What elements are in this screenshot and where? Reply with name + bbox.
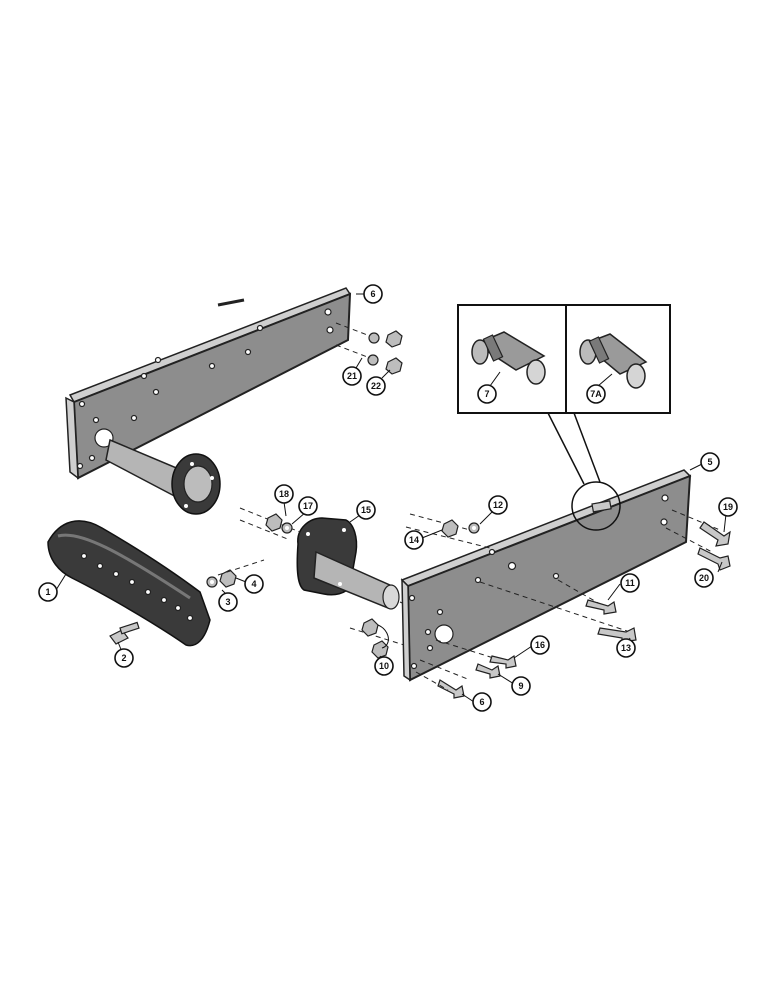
- hardware-10: [349, 618, 421, 659]
- svg-text:15: 15: [361, 505, 371, 515]
- hardware-17-18: [239, 507, 301, 541]
- callout-13: 13: [616, 638, 636, 658]
- pin-7a: [579, 333, 648, 389]
- svg-text:5: 5: [707, 457, 712, 467]
- callout-19: 19: [718, 497, 738, 517]
- hardware-bolts-right: [415, 509, 731, 699]
- hardware-12-14: [405, 513, 491, 549]
- callout-3: 3: [218, 592, 238, 612]
- left-side-plate: [65, 287, 352, 480]
- svg-text:2: 2: [121, 653, 126, 663]
- center-flange-shaft: [296, 517, 441, 621]
- callout-10: 10: [374, 656, 394, 676]
- right-side-plate: [400, 469, 692, 682]
- pin-7: [471, 331, 546, 385]
- callout-6-lower: 6: [472, 692, 492, 712]
- callout-9: 9: [511, 676, 531, 696]
- callout-7a: 7A: [586, 384, 606, 404]
- curved-bracket: [47, 520, 211, 647]
- svg-text:14: 14: [409, 535, 419, 545]
- callout-14: 14: [404, 530, 424, 550]
- svg-text:17: 17: [303, 501, 313, 511]
- callout-15: 15: [356, 500, 376, 520]
- svg-text:3: 3: [225, 597, 230, 607]
- svg-text:12: 12: [493, 500, 503, 510]
- callout-12: 12: [488, 495, 508, 515]
- callout-4: 4: [244, 574, 264, 594]
- svg-text:9: 9: [518, 681, 523, 691]
- svg-text:18: 18: [279, 489, 289, 499]
- svg-text:13: 13: [621, 643, 631, 653]
- svg-text:6: 6: [370, 289, 375, 299]
- callout-7: 7: [477, 384, 497, 404]
- callout-2: 2: [114, 648, 134, 668]
- callout-20: 20: [694, 568, 714, 588]
- svg-text:21: 21: [347, 371, 357, 381]
- callout-18: 18: [274, 484, 294, 504]
- svg-text:20: 20: [699, 573, 709, 583]
- callout-16: 16: [530, 635, 550, 655]
- callout-21: 21: [342, 366, 362, 386]
- svg-text:1: 1: [45, 587, 50, 597]
- callout-5: 5: [700, 452, 720, 472]
- svg-text:6: 6: [479, 697, 484, 707]
- callout-22: 22: [366, 376, 386, 396]
- svg-text:19: 19: [723, 502, 733, 512]
- svg-text:4: 4: [251, 579, 256, 589]
- svg-text:16: 16: [535, 640, 545, 650]
- callout-1: 1: [38, 582, 58, 602]
- svg-text:10: 10: [379, 661, 389, 671]
- svg-text:7: 7: [484, 389, 489, 399]
- svg-text:7A: 7A: [590, 389, 602, 399]
- svg-text:11: 11: [625, 578, 635, 588]
- hardware-bracket: [109, 559, 265, 645]
- left-axle-shaft: [105, 438, 221, 515]
- callout-17: 17: [298, 496, 318, 516]
- callout-11: 11: [620, 573, 640, 593]
- svg-text:22: 22: [371, 381, 381, 391]
- callout-6-upper: 6: [363, 284, 383, 304]
